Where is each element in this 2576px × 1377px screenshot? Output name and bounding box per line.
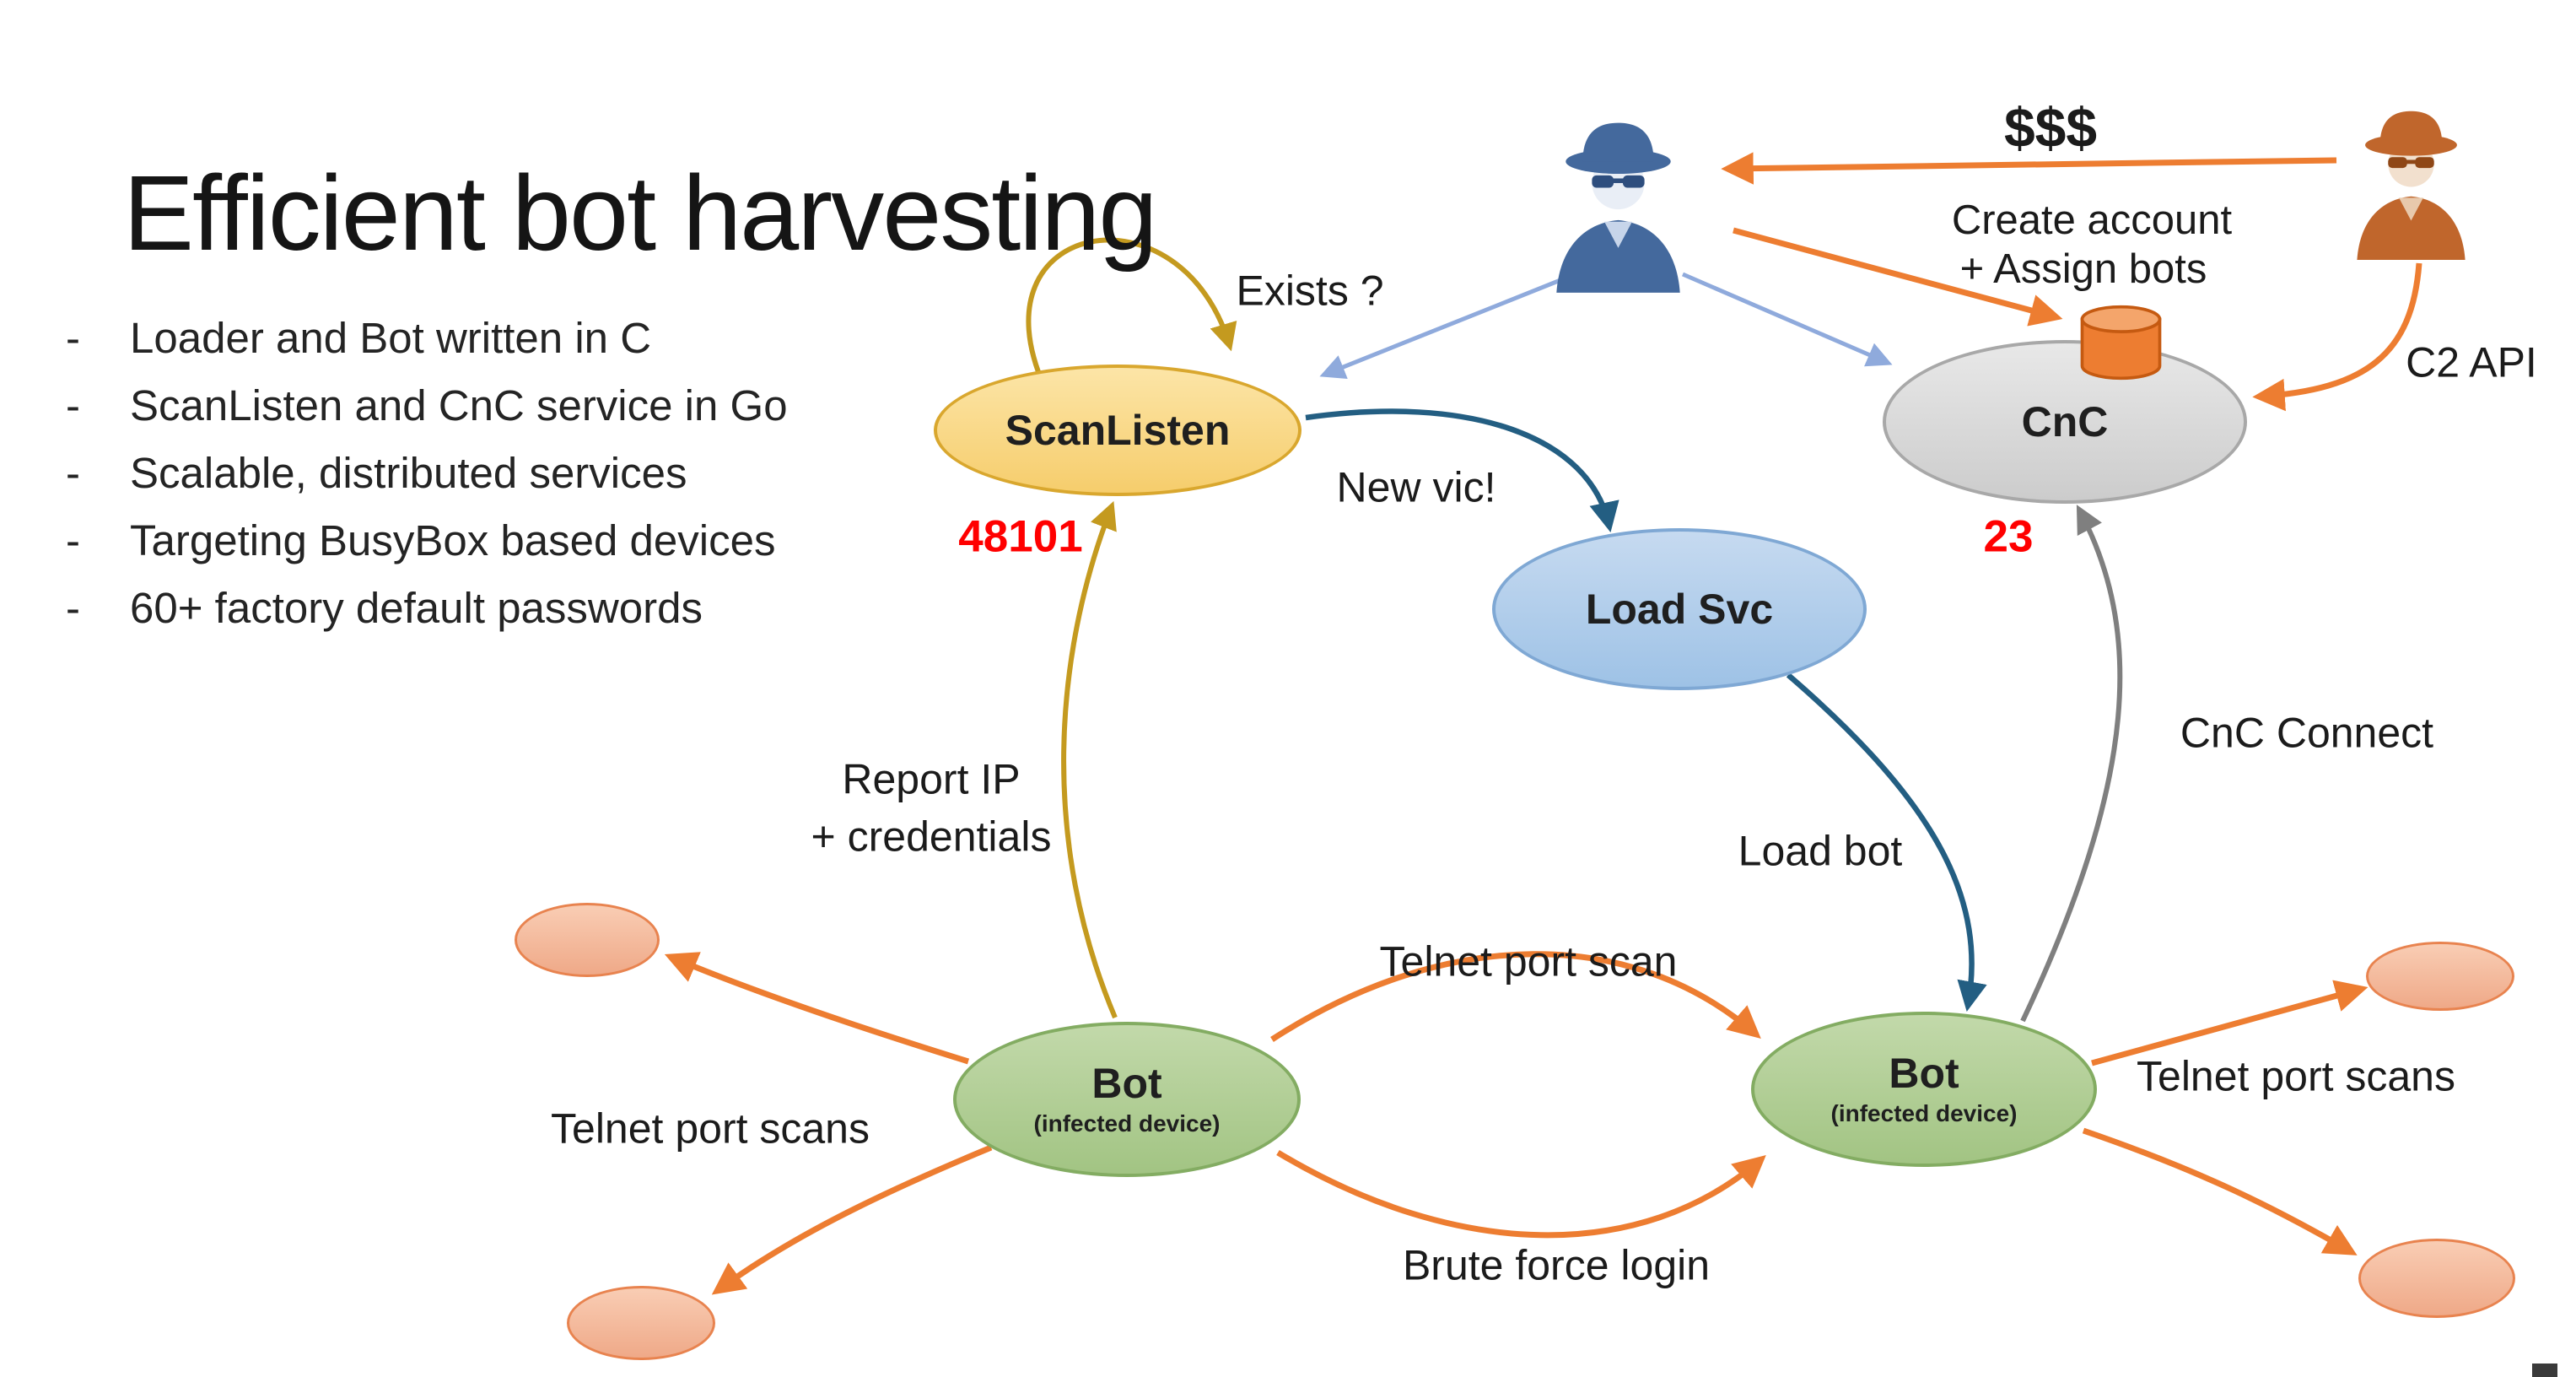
telnet-port-scans-left-label: Telnet port scans (551, 1104, 870, 1153)
node-bot-right-label: Bot (1889, 1049, 1959, 1097)
page-title: Efficient bot harvesting (123, 154, 1157, 273)
bullet-text: Targeting BusyBox based devices (130, 516, 776, 564)
node-bot-left-label: Bot (1091, 1059, 1162, 1107)
arrow-cnc-connect (2020, 505, 2123, 1023)
bullet-text: Scalable, distributed services (130, 448, 687, 497)
arrow-exists-loop (1026, 237, 1237, 388)
cnc-connect-label: CnC Connect (2180, 709, 2434, 757)
telnet-port-scan-label: Telnet port scan (1379, 937, 1678, 986)
assign-bots-label: + Assign bots (1959, 246, 2207, 293)
arrow-operator-cnc (1682, 272, 1893, 367)
arrow-payment (1721, 152, 2337, 185)
report-credentials-label: + credentials (811, 813, 1052, 861)
victim-device-ellipse (567, 1286, 715, 1360)
arrow-report-ip (1061, 500, 1118, 1019)
new-vic-label: New vic! (1336, 463, 1496, 511)
node-bot-left: Bot (infected device) (953, 1022, 1301, 1177)
victim-device-ellipse (515, 903, 660, 977)
customer-spy-icon (2342, 107, 2481, 264)
arrow-scan-top-right (2091, 980, 2369, 1066)
arrow-scan-bottom-left (711, 1144, 993, 1295)
operator-spy-icon (1541, 118, 1695, 297)
arrow-scan-bottom-right (2082, 1127, 2358, 1256)
node-bot-left-sublabel: (infected device) (1033, 1110, 1221, 1137)
bullet-item: Scalable, distributed services (59, 439, 788, 506)
c2-api-label: C2 API (2406, 338, 2537, 386)
node-bot-right-sublabel: (infected device) (1830, 1100, 2018, 1127)
arrow-brute-force (1276, 1149, 1766, 1239)
bullet-list: Loader and Bot written in C ScanListen a… (59, 304, 788, 641)
victim-device-ellipse (2366, 942, 2514, 1011)
scanlisten-port-label: 48101 (958, 511, 1083, 562)
node-cnc-label: CnC (2021, 397, 2109, 446)
exists-label: Exists ? (1236, 267, 1384, 315)
node-cnc: CnC (1883, 340, 2247, 504)
report-ip-label: Report IP (842, 755, 1021, 803)
arrow-new-vic (1305, 408, 1619, 532)
brute-force-login-label: Brute force login (1402, 1241, 1711, 1289)
arrow-telnet-port-scan (1270, 951, 1761, 1042)
arrow-scan-top-left (664, 952, 970, 1065)
cnc-port-label: 23 (1983, 511, 2034, 562)
telnet-port-scans-right-label: Telnet port scans (2137, 1052, 2455, 1100)
bullet-text: ScanListen and CnC service in Go (130, 381, 788, 429)
bullet-text: Loader and Bot written in C (130, 313, 652, 362)
database-cylinder-icon (2073, 304, 2169, 386)
node-bot-right: Bot (infected device) (1751, 1012, 2097, 1167)
bullet-item: Loader and Bot written in C (59, 304, 788, 371)
arrow-operator-scanlisten (1319, 278, 1561, 380)
node-load-svc-label: Load Svc (1585, 585, 1774, 633)
corner-mark (2532, 1364, 2557, 1377)
create-account-label: Create account (1951, 197, 2233, 244)
arrow-c2-api (2252, 262, 2422, 412)
load-bot-label: Load bot (1738, 827, 1903, 875)
arrow-create-account (1733, 227, 2063, 327)
node-load-svc: Load Svc (1492, 528, 1867, 690)
node-scanlisten: ScanListen (934, 364, 1301, 496)
arrow-load-bot (1786, 672, 1987, 1012)
victim-device-ellipse (2358, 1239, 2515, 1318)
bullet-text: 60+ factory default passwords (130, 583, 703, 632)
bullet-item: Targeting BusyBox based devices (59, 506, 788, 574)
bullet-item: 60+ factory default passwords (59, 574, 788, 641)
bullet-item: ScanListen and CnC service in Go (59, 371, 788, 439)
payment-label: $$$ (2003, 96, 2098, 159)
node-scanlisten-label: ScanListen (1005, 406, 1231, 454)
